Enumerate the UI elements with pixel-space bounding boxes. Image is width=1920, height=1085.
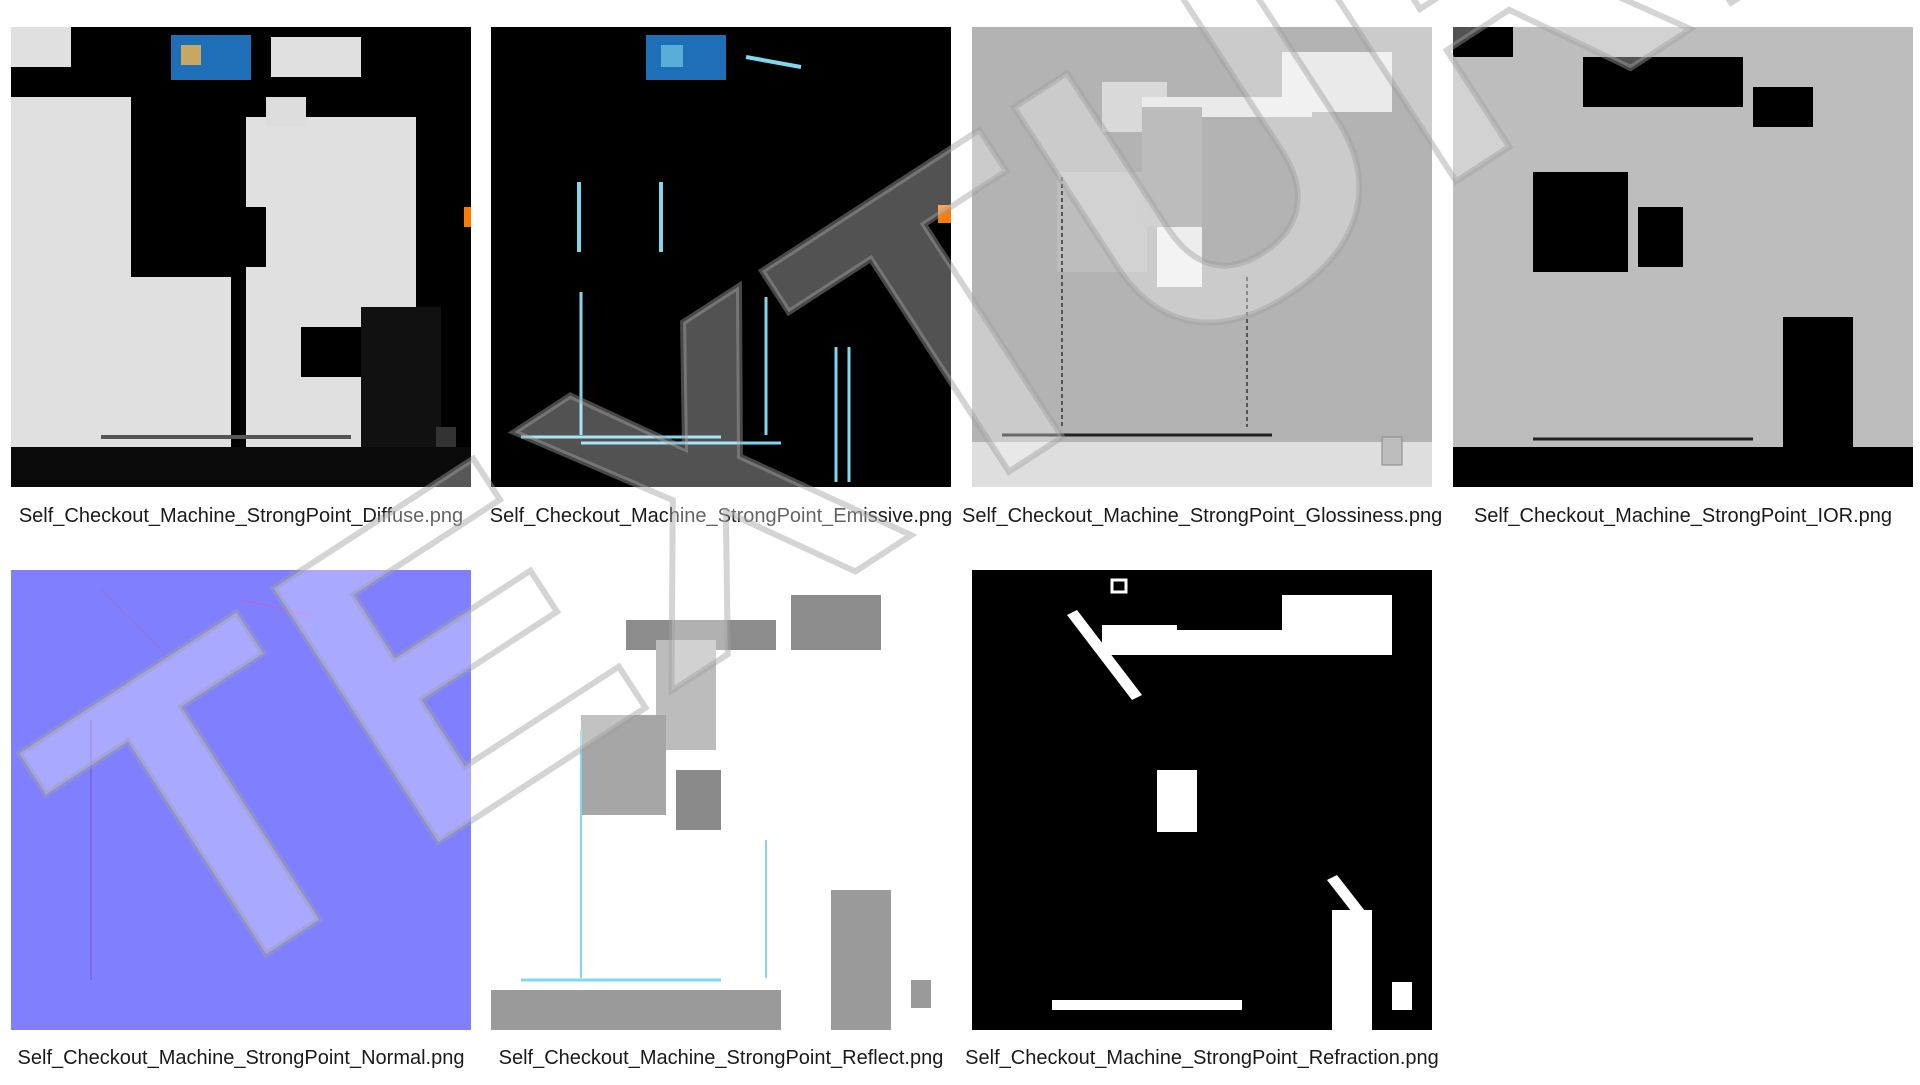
normal-texture-thumbnail[interactable] (11, 570, 471, 1030)
reflect-texture-image (491, 570, 951, 1030)
diffuse-texture-image (11, 27, 471, 487)
diffuse-texture-label: Self_Checkout_Machine_StrongPoint_Diffus… (18, 505, 464, 527)
refraction-texture-image (972, 570, 1432, 1030)
reflect-texture-label: Self_Checkout_Machine_StrongPoint_Reflec… (498, 1047, 944, 1069)
emissive-texture-label: Self_Checkout_Machine_StrongPoint_Emissi… (489, 505, 953, 527)
glossiness-texture-image (972, 27, 1432, 487)
emissive-texture-thumbnail[interactable] (491, 27, 951, 487)
ior-texture-image (1453, 27, 1913, 487)
emissive-texture-image (491, 27, 951, 487)
refraction-texture-thumbnail[interactable] (972, 570, 1432, 1030)
reflect-texture-thumbnail[interactable] (491, 570, 951, 1030)
normal-texture-label: Self_Checkout_Machine_StrongPoint_Normal… (17, 1047, 465, 1069)
ior-texture-label: Self_Checkout_Machine_StrongPoint_IOR.pn… (1473, 505, 1893, 527)
diffuse-texture-thumbnail[interactable] (11, 27, 471, 487)
normal-texture-image (11, 570, 471, 1030)
glossiness-texture-thumbnail[interactable] (972, 27, 1432, 487)
glossiness-texture-label: Self_Checkout_Machine_StrongPoint_Glossi… (962, 505, 1443, 527)
refraction-texture-label: Self_Checkout_Machine_StrongPoint_Refrac… (965, 1047, 1439, 1069)
ior-texture-thumbnail[interactable] (1453, 27, 1913, 487)
